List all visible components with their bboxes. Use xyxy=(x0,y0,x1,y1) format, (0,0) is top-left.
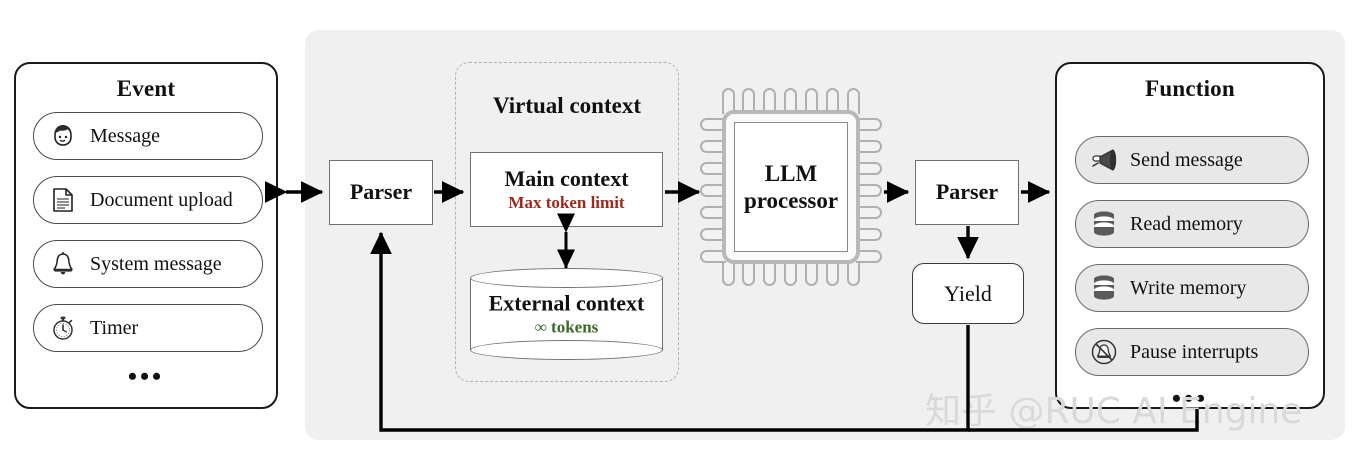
chip-pin xyxy=(856,118,882,131)
function-item-label: Send message xyxy=(1130,148,1243,171)
chip-pin xyxy=(700,250,726,263)
chip-pin xyxy=(742,88,755,114)
function-item-label: Write memory xyxy=(1130,276,1247,299)
chip-pin xyxy=(847,88,860,114)
watermark: 知乎 @RUC AI Engine xyxy=(925,391,1303,432)
function-item-pause-interrupts[interactable]: Pause interrupts xyxy=(1075,328,1309,376)
chip-pin xyxy=(763,260,776,286)
function-item-send-message[interactable]: Send message xyxy=(1075,136,1309,184)
database-icon xyxy=(1089,209,1119,239)
chip-pin xyxy=(784,260,797,286)
chip-pin xyxy=(847,260,860,286)
chip-pin xyxy=(784,88,797,114)
event-item-label: Timer xyxy=(90,316,139,339)
function-item-write-memory[interactable]: Write memory xyxy=(1075,264,1309,312)
virtual-context-group: Virtual context xyxy=(455,62,679,382)
external-context-cylinder: External context ∞ tokens xyxy=(470,268,663,360)
cylinder-bottom-cap xyxy=(470,340,663,360)
chip-pin xyxy=(742,260,755,286)
llm-processor-label-line1: LLM xyxy=(764,160,818,186)
bell-slash-icon xyxy=(1089,337,1119,367)
chip-pin xyxy=(722,260,735,286)
chip-pin xyxy=(856,162,882,175)
chip-pin xyxy=(856,140,882,153)
chip-pin xyxy=(700,228,726,241)
person-face-icon xyxy=(48,121,78,151)
chip-pin xyxy=(805,260,818,286)
llm-processor-label-line2: processor xyxy=(743,188,839,213)
feedback-path-yield-to-parser xyxy=(370,231,970,432)
event-item-label: Message xyxy=(90,124,160,147)
external-context-title: External context xyxy=(488,290,645,316)
event-item-label: Document upload xyxy=(90,188,233,211)
chip-pin xyxy=(700,184,726,197)
chip-pin xyxy=(856,228,882,241)
event-item-message[interactable]: Message xyxy=(33,112,263,160)
event-item-document-upload[interactable]: Document upload xyxy=(33,176,263,224)
chip-pin xyxy=(700,140,726,153)
yield-box[interactable]: Yield xyxy=(912,263,1024,324)
event-panel-title: Event xyxy=(116,76,176,101)
feedback-path-function-to-rail xyxy=(968,409,1199,432)
function-item-label: Pause interrupts xyxy=(1130,340,1259,363)
event-item-system-message[interactable]: System message xyxy=(33,240,263,288)
cylinder-body xyxy=(470,278,663,350)
chip-pin xyxy=(700,118,726,131)
yield-label: Yield xyxy=(944,280,992,306)
virtual-context-title: Virtual context xyxy=(493,93,641,118)
function-panel-ellipsis: ••• xyxy=(1171,384,1209,413)
event-item-label: System message xyxy=(90,252,222,275)
stopwatch-icon xyxy=(48,313,78,343)
external-context-subtitle: ∞ tokens xyxy=(534,317,599,337)
function-panel-title: Function xyxy=(1145,76,1235,101)
chip-pin xyxy=(826,260,839,286)
main-context-subtitle: Max token limit xyxy=(508,192,625,212)
external-context-text: External context ∞ tokens xyxy=(470,291,663,336)
megaphone-icon xyxy=(1089,146,1119,174)
event-item-timer[interactable]: Timer xyxy=(33,304,263,352)
chip-pin xyxy=(722,88,735,114)
chip-pin xyxy=(856,206,882,219)
event-panel-ellipsis: ••• xyxy=(127,362,165,391)
parser-input-label: Parser xyxy=(349,179,413,205)
bell-icon xyxy=(48,249,78,279)
parser-output-label: Parser xyxy=(935,179,999,205)
parser-input-box[interactable]: Parser xyxy=(329,160,433,225)
function-item-label: Read memory xyxy=(1130,212,1243,235)
chip-pin xyxy=(856,250,882,263)
document-icon xyxy=(48,185,78,215)
main-context-title: Main context xyxy=(504,165,629,191)
chip-pin xyxy=(805,88,818,114)
parser-output-box[interactable]: Parser xyxy=(915,160,1019,225)
database-icon xyxy=(1089,273,1119,303)
chip-pin xyxy=(700,162,726,175)
function-panel: Function Send message xyxy=(1055,62,1325,413)
chip-pin xyxy=(763,88,776,114)
event-panel: Event Message xyxy=(14,62,278,409)
chip-pin xyxy=(826,88,839,114)
chip-pin xyxy=(856,184,882,197)
chip-pin xyxy=(700,206,726,219)
function-item-read-memory[interactable]: Read memory xyxy=(1075,200,1309,248)
